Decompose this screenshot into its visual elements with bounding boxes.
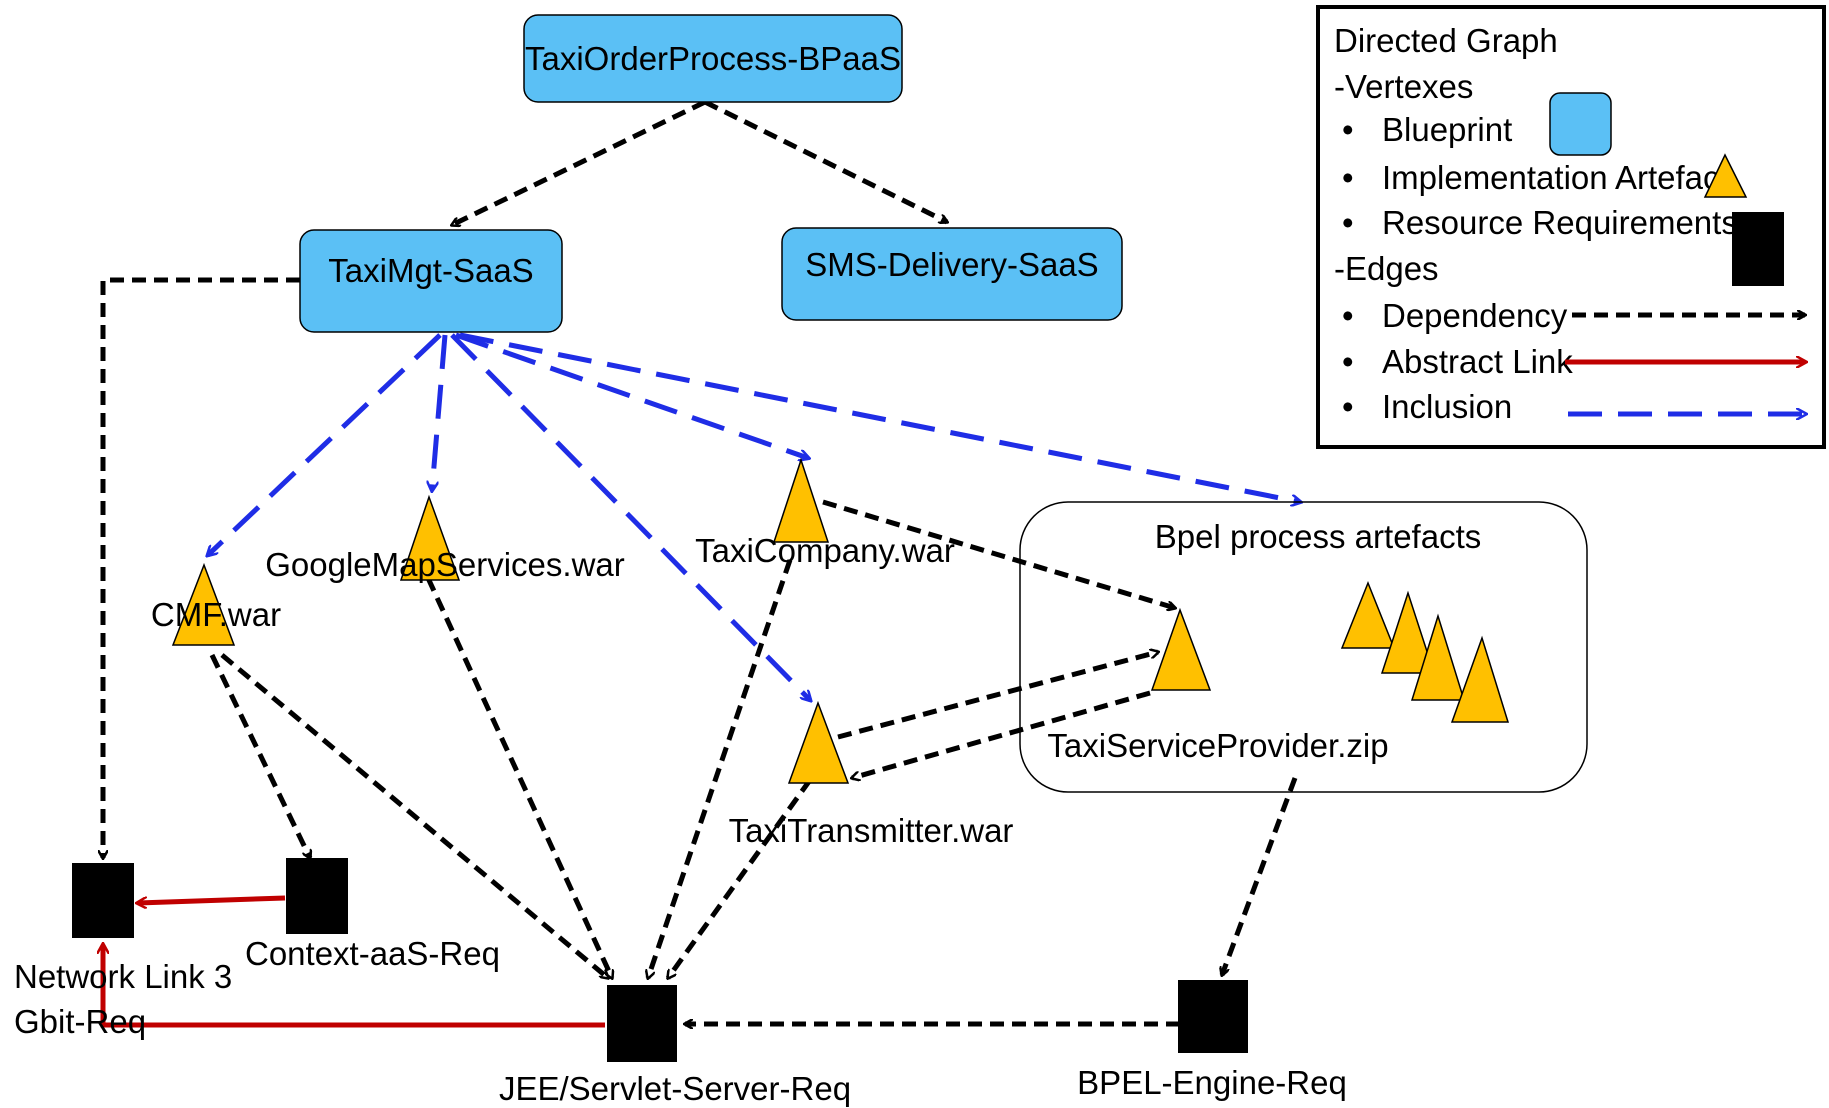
requirement-network-label-line1: Network Link 3 [14, 958, 232, 995]
edge-taxicompany-to-jee [648, 559, 793, 978]
edge-provider-to-transmitter [852, 690, 1151, 778]
artefact-google: GoogleMapServices.war [265, 494, 625, 583]
legend-blueprint-label: Blueprint [1382, 111, 1512, 148]
artefact-taxi-transmitter-label: TaxiTransmitter.war [729, 812, 1014, 849]
legend: Directed Graph -Vertexes • Blueprint • I… [1316, 5, 1826, 449]
requirement-bpel-icon [1178, 980, 1248, 1053]
edge-taximgt-to-network [103, 277, 300, 858]
requirement-context-label: Context-aaS-Req [245, 935, 500, 972]
blueprint-sms-label: SMS-Delivery-SaaS [805, 246, 1098, 283]
blueprint-taxi-order: TaxiOrderProcess-BPaaS [523, 14, 903, 103]
edge-include-transmitter [450, 333, 810, 700]
artefact-cmf-icon [171, 562, 236, 646]
requirement-jee: JEE/Servlet-Server-Req [499, 985, 851, 1107]
requirement-bpel-label: BPEL-Engine-Req [1077, 1064, 1347, 1101]
artefact-taxi-service-provider-icon [1150, 607, 1212, 691]
requirement-context-icon [286, 858, 348, 934]
abstract-link-edges [103, 895, 605, 1028]
edge-order-to-taximgt [452, 99, 707, 228]
legend-dependency-label: Dependency [1382, 297, 1568, 334]
bpel-group-title: Bpel process artefacts [1155, 518, 1482, 555]
legend-edges: -Edges [1334, 250, 1439, 287]
requirement-bpel: BPEL-Engine-Req [1077, 980, 1347, 1101]
requirement-jee-icon [607, 985, 677, 1062]
legend-blueprint-swatch [1549, 92, 1612, 156]
legend-bullet: • [1342, 297, 1354, 334]
blueprint-taxi-mgt: TaxiMgt-SaaS [299, 229, 563, 333]
legend-requirements-label: Resource Requirements [1382, 204, 1738, 241]
legend-bullet: • [1342, 343, 1354, 380]
edge-include-google [432, 334, 448, 490]
bpel-process-artefacts-group: Bpel process artefacts [1019, 501, 1588, 793]
edge-transmitter-to-jee [668, 778, 813, 978]
artefact-taxi-service-provider-label: TaxiServiceProvider.zip [1047, 727, 1388, 764]
legend-abstract-link-label: Abstract Link [1382, 343, 1573, 380]
edge-cmf-to-jee [220, 653, 608, 978]
legend-bullet: • [1342, 204, 1354, 241]
edge-taxicompany-to-provider [822, 499, 1175, 608]
bpel-artefact-4-icon [1450, 635, 1510, 723]
bpel-artefact-1-icon [1340, 580, 1396, 649]
requirement-jee-label: JEE/Servlet-Server-Req [499, 1070, 851, 1107]
edge-include-bpel-group [459, 332, 1300, 502]
requirement-network-link-icon [72, 863, 134, 938]
artefact-cmf: CMF.war [151, 562, 281, 646]
artefact-taxi-transmitter-icon [787, 700, 850, 784]
artefact-cmf-label: CMF.war [151, 596, 281, 633]
legend-bullet: • [1342, 159, 1354, 196]
edge-provider-to-bpel [1222, 777, 1298, 975]
bpel-artefact-3-icon [1410, 613, 1466, 701]
artefact-taxi-company: TaxiCompany.war [695, 457, 955, 569]
edge-order-to-sms [703, 99, 947, 225]
blueprint-sms: SMS-Delivery-SaaS [781, 227, 1123, 321]
artefact-taxi-company-label: TaxiCompany.war [695, 532, 955, 569]
dependency-edges [103, 99, 1298, 1024]
artefact-google-icon [399, 494, 461, 581]
inclusion-edges [208, 332, 1300, 700]
legend-requirements-swatch [1732, 212, 1784, 286]
blueprint-taxi-order-label: TaxiOrderProcess-BPaaS [525, 40, 901, 77]
legend-inclusion-label: Inclusion [1382, 388, 1512, 425]
edge-include-taxicompany [455, 332, 808, 458]
edge-include-cmf [208, 333, 442, 555]
legend-artefact-swatch [1703, 153, 1748, 198]
legend-bullet: • [1342, 111, 1354, 148]
legend-artefact-label: Implementation Artefact [1382, 159, 1729, 196]
legend-bullet: • [1342, 388, 1354, 425]
legend-vertexes: -Vertexes [1334, 68, 1473, 105]
edge-context-to-network [138, 895, 286, 903]
edge-google-to-jee [425, 576, 612, 978]
requirement-network-label-line2: Gbit-Req [14, 1003, 146, 1040]
edge-cmf-to-context [209, 653, 310, 858]
edge-transmitter-to-provider [837, 652, 1158, 740]
artefact-taxi-transmitter: TaxiTransmitter.war [729, 700, 1014, 849]
requirement-network-link: Network Link 3 Gbit-Req [14, 863, 232, 1040]
edge-jee-to-network [103, 945, 605, 1028]
artefact-taxi-company-icon [772, 457, 830, 543]
requirement-context: Context-aaS-Req [245, 858, 500, 972]
bpel-artefact-2-icon [1380, 590, 1436, 674]
blueprint-taxi-mgt-label: TaxiMgt-SaaS [328, 252, 533, 289]
legend-title: Directed Graph [1334, 22, 1558, 59]
artefact-google-label: GoogleMapServices.war [265, 546, 625, 583]
artefact-taxi-service-provider: TaxiServiceProvider.zip [1047, 607, 1389, 764]
